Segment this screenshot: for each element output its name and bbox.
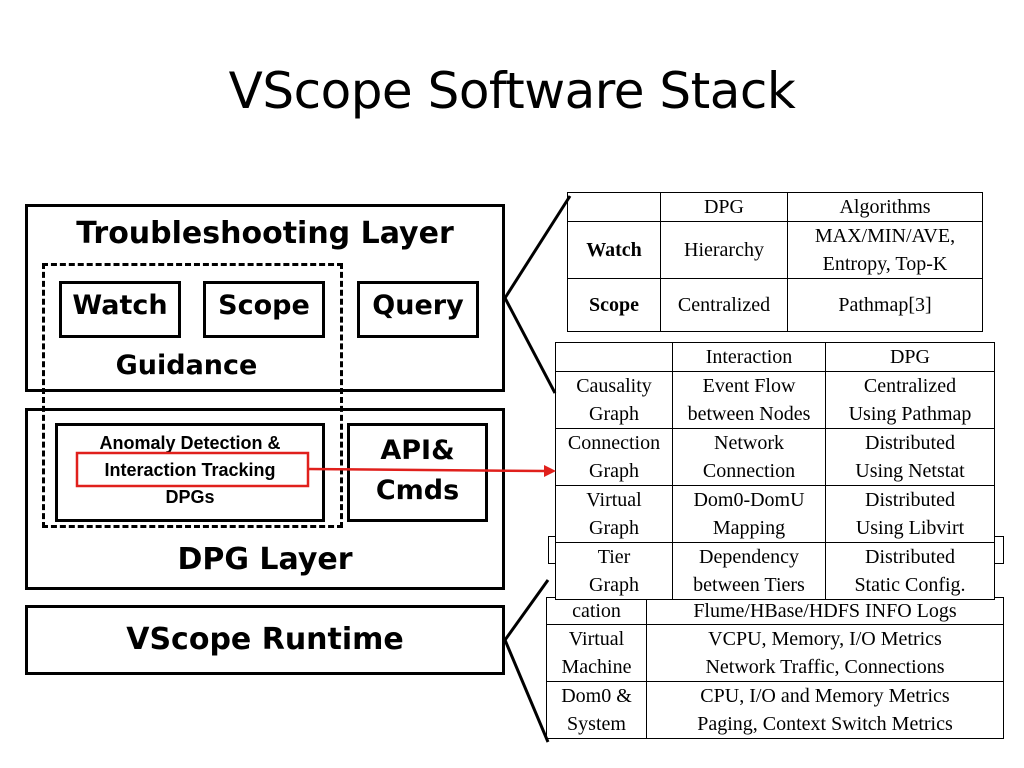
table-row: Watch Hierarchy MAX/MIN/AVE,Entropy, Top… (567, 221, 983, 279)
troubleshooting-layer-box (25, 204, 505, 392)
watch-box (59, 281, 181, 338)
runtime-metrics-table: cation Flume/HBase/HDFS INFO Logs Virtua… (546, 597, 1004, 739)
connector-line (503, 639, 550, 743)
troubleshooting-layer-label: Troubleshooting Layer (76, 216, 454, 251)
table-cell: MAX/MIN/AVE,Entropy, Top-K (787, 221, 983, 279)
connector-line (503, 195, 572, 299)
scope-label: Scope (218, 290, 310, 321)
table-header-cell (567, 192, 661, 222)
dpgs-line: DPGs (165, 487, 215, 507)
table-cell: Flume/HBase/HDFS INFO Logs (646, 597, 1004, 625)
table-row: Scope Centralized Pathmap[3] (567, 278, 983, 332)
table-row: Dom0 &System CPU, I/O and Memory Metrics… (546, 681, 1004, 739)
table-header-cell: Algorithms (787, 192, 983, 222)
table-cell: Centralized (660, 278, 788, 332)
table-cell: Watch (567, 221, 661, 279)
dpg-inner-box (55, 423, 325, 522)
anomaly-detection-line: Anomaly Detection & (99, 433, 281, 453)
guidance-dashed-region (42, 263, 343, 528)
table-header-cell: DPG (825, 342, 995, 372)
table-cell: Dom0 &System (546, 681, 647, 739)
cmds-label: Cmds (375, 475, 460, 506)
table-cell: Hierarchy (660, 221, 788, 279)
slide-title: VScope Software Stack (228, 62, 796, 120)
dpg-layer-label: DPG Layer (177, 542, 353, 577)
connector-line (503, 297, 557, 394)
api-cmds-box (347, 423, 488, 522)
table-cell: Scope (567, 278, 661, 332)
query-box (357, 281, 479, 338)
table-cell: cation (546, 597, 647, 625)
table-header-cell (555, 342, 673, 372)
runtime-label: VScope Runtime (126, 622, 404, 657)
interaction-tracking-line: Interaction Tracking (104, 460, 276, 480)
troubleshooting-table: DPG Algorithms Watch Hierarchy MAX/MIN/A… (567, 192, 983, 332)
query-label: Query (372, 290, 464, 321)
scope-box (203, 281, 325, 338)
dpg-layer-box (25, 408, 505, 590)
table-row: DPG Algorithms (567, 192, 983, 222)
table-row: cation Flume/HBase/HDFS INFO Logs (546, 597, 1004, 625)
table-row: Interaction DPG (555, 342, 995, 372)
runtime-box (25, 605, 505, 675)
table-cell: Pathmap[3] (787, 278, 983, 332)
table-header-cell: Interaction (672, 342, 826, 372)
api-label: API& (380, 435, 455, 466)
guidance-label: Guidance (115, 350, 258, 381)
watch-label: Watch (72, 290, 168, 321)
table-header-cell: DPG (660, 192, 788, 222)
connector-line (503, 579, 550, 641)
